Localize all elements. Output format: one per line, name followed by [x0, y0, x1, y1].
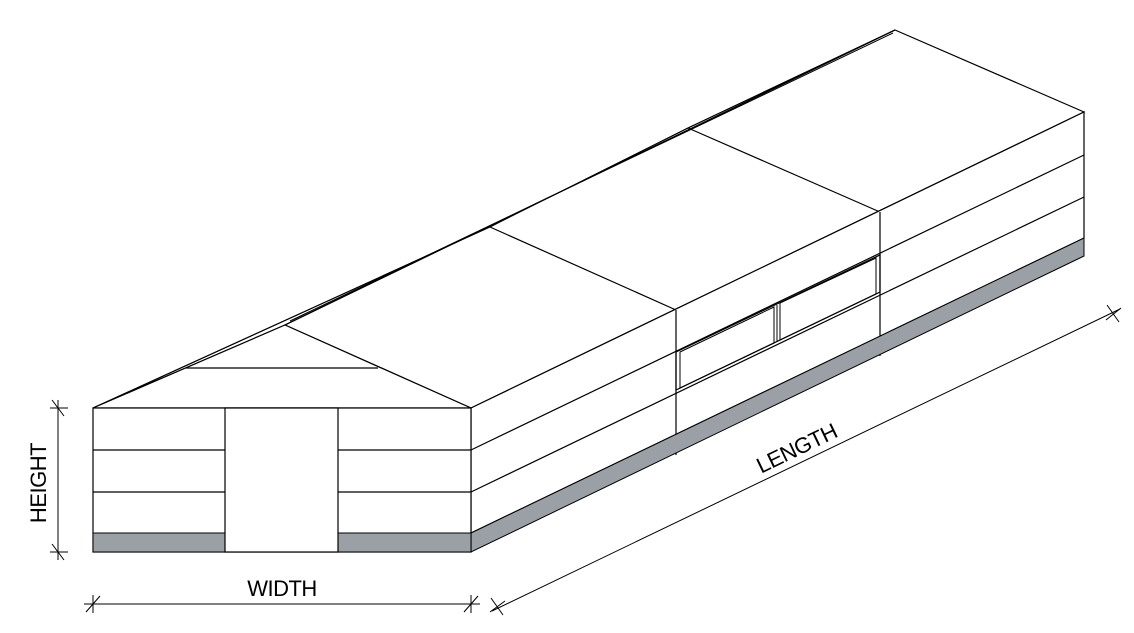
width-tick — [463, 595, 479, 613]
width-tick — [85, 595, 101, 613]
height-tick — [51, 543, 65, 561]
side-cladding-line — [470, 154, 1085, 451]
length-tick — [1105, 307, 1122, 321]
height-tick — [51, 399, 65, 417]
roof-ridge-line-inner — [289, 32, 894, 322]
roof-edge-line — [92, 226, 491, 409]
height-label: HEIGHT — [26, 443, 51, 523]
front-base-course-right — [337, 532, 472, 553]
width-dimension: WIDTH — [84, 576, 480, 613]
front-base-course-left — [92, 532, 226, 553]
roof-edge-line — [687, 29, 896, 129]
roof-seam — [489, 226, 677, 311]
side-cladding-line — [470, 196, 1085, 493]
length-label: LENGTH — [752, 418, 841, 478]
length-tick — [489, 600, 506, 613]
window-frame — [675, 254, 881, 391]
window-pane-left — [679, 306, 775, 389]
height-dimension: HEIGHT — [26, 399, 68, 561]
window-pane-right — [779, 257, 877, 341]
front-wall — [92, 407, 472, 553]
width-label: WIDTH — [247, 576, 317, 601]
roof-edge-line — [489, 127, 689, 228]
length-tick — [1106, 304, 1120, 323]
front-door — [224, 407, 339, 553]
side-windows — [675, 254, 881, 391]
roof-seam — [687, 127, 881, 213]
length-dimension-line — [491, 308, 1121, 612]
